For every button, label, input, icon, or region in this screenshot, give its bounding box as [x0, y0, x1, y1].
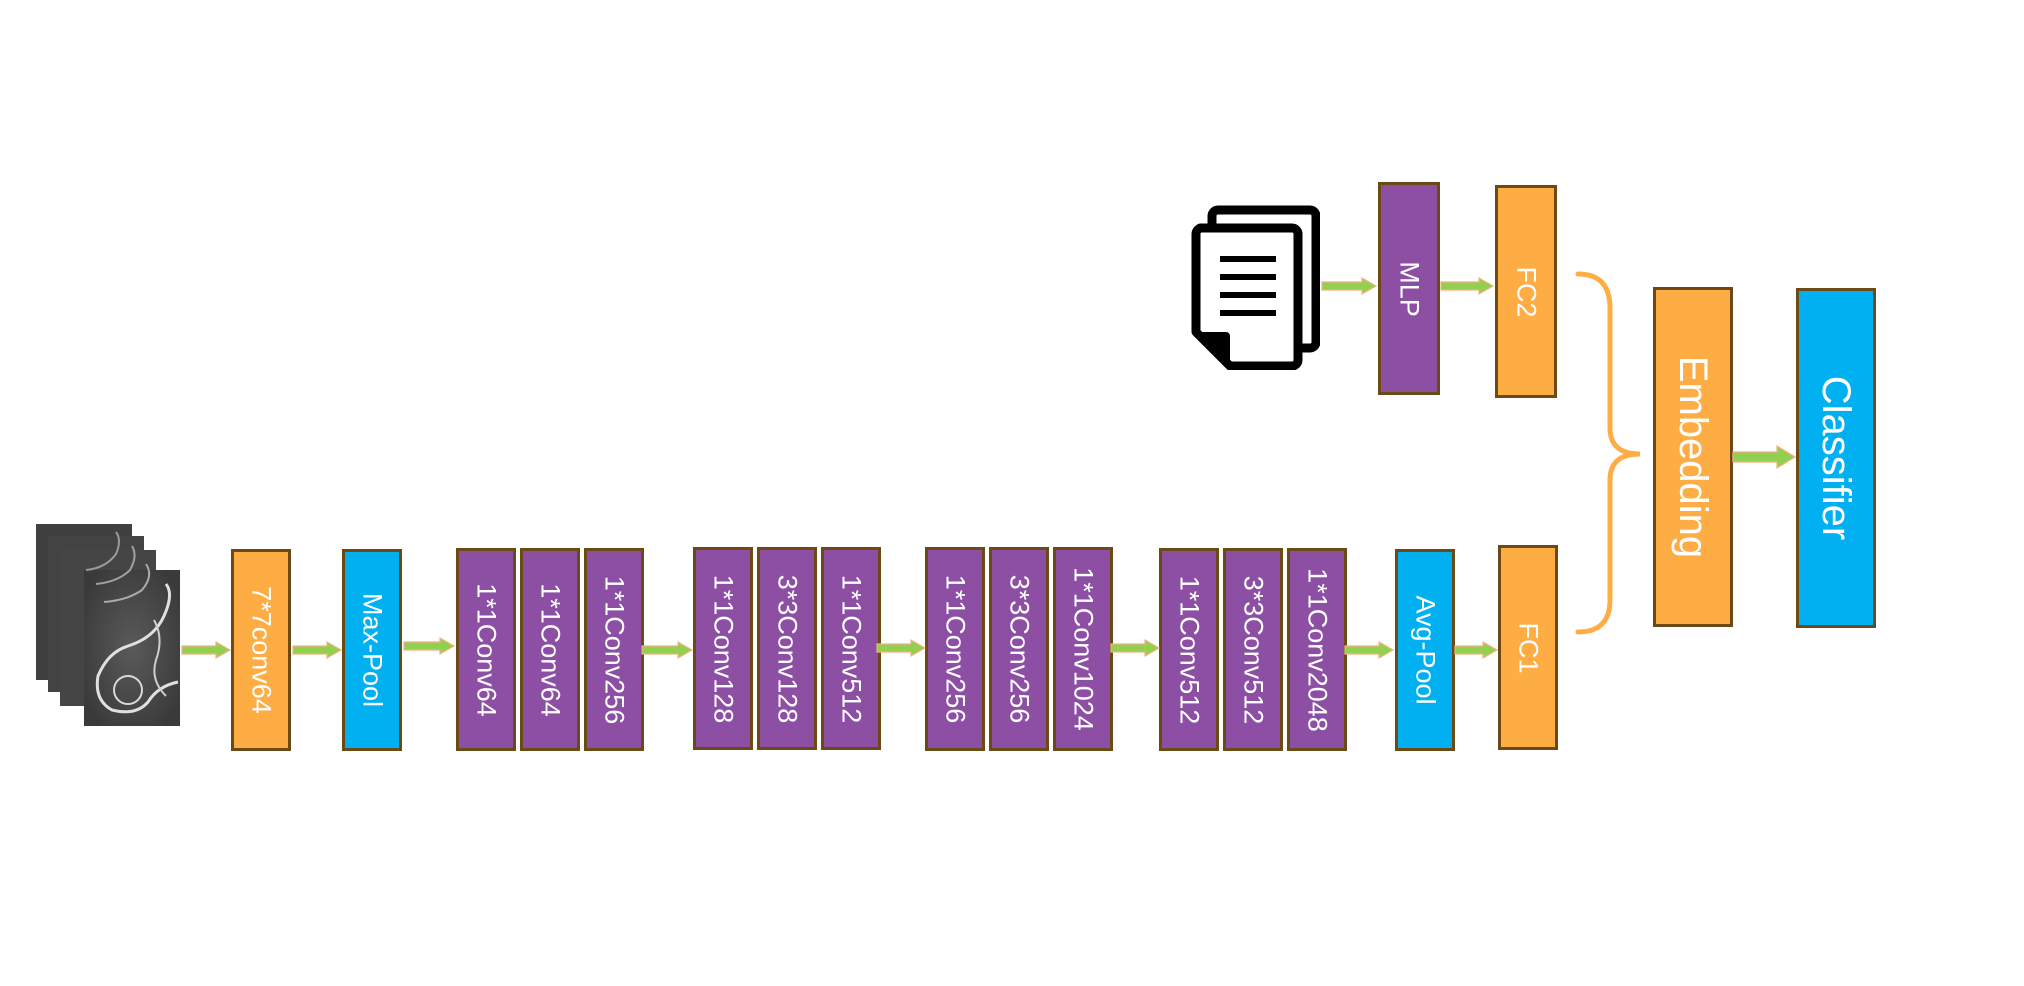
arrow-stage1-to-stage2	[641, 640, 694, 660]
stage3-block-b: 3*3Conv256	[989, 547, 1049, 751]
stage4-block-a: 1*1Conv512	[1159, 548, 1219, 751]
stage3-label-c: 1*1Conv1024	[1068, 567, 1099, 731]
stage1-block-a: 1*1Conv64	[456, 548, 516, 751]
stage3-block-c: 1*1Conv1024	[1053, 547, 1113, 751]
mlp-label: MLP	[1394, 260, 1425, 317]
stage4-label-b: 3*3Conv512	[1238, 575, 1269, 724]
avgpool-label: Avg-Pool	[1410, 595, 1441, 705]
stage1-label-c: 1*1Conv256	[599, 575, 630, 724]
stage4-block-b: 3*3Conv512	[1223, 548, 1283, 751]
stage1-label-b: 1*1Conv64	[535, 582, 566, 717]
fusion-brace	[1575, 271, 1640, 635]
stage4-label-c: 1*1Conv2048	[1302, 567, 1333, 732]
fc2-label: FC2	[1511, 265, 1542, 318]
embedding-label: Embedding	[1671, 355, 1715, 559]
maxpool-label: Max-Pool	[357, 592, 388, 708]
stage1-block-c: 1*1Conv256	[584, 548, 644, 751]
ct-image-stack	[36, 524, 180, 726]
stage2-label-c: 1*1Conv512	[836, 574, 867, 723]
arrow-mlp-to-fc2	[1440, 276, 1495, 296]
mlp-block: MLP	[1378, 182, 1440, 395]
arrow-stage4-to-avgpool	[1344, 640, 1395, 660]
arrow-avgpool-to-fc1	[1454, 640, 1499, 660]
document-stack-icon	[1191, 205, 1320, 370]
embedding-block: Embedding	[1653, 287, 1733, 627]
stage2-label-a: 1*1Conv128	[708, 574, 739, 723]
avgpool-block: Avg-Pool	[1395, 549, 1455, 751]
stage2-label-b: 3*3Conv128	[772, 574, 803, 723]
stage1-block-b: 1*1Conv64	[520, 548, 580, 751]
stage2-block-c: 1*1Conv512	[821, 547, 881, 750]
arrow-stage2-to-stage3	[876, 638, 927, 658]
stage3-label-a: 1*1Conv256	[940, 574, 971, 724]
arrow-conv7-to-maxpool	[292, 640, 343, 660]
conv7-block: 7*7conv64	[231, 549, 291, 751]
arrow-maxpool-to-stage1	[403, 636, 456, 656]
classifier-label: Classifier	[1814, 375, 1858, 541]
fc1-label: FC1	[1513, 621, 1544, 674]
classifier-block: Classifier	[1796, 288, 1876, 628]
stage1-label-a: 1*1Conv64	[471, 582, 502, 717]
stage4-block-c: 1*1Conv2048	[1287, 548, 1347, 751]
stage2-block-a: 1*1Conv128	[693, 547, 753, 750]
arrow-embedding-to-classifier	[1732, 444, 1797, 470]
maxpool-block: Max-Pool	[342, 549, 402, 751]
stage2-block-b: 3*3Conv128	[757, 547, 817, 750]
conv7-label: 7*7conv64	[246, 586, 277, 714]
arrow-document-to-mlp	[1321, 276, 1378, 296]
fc2-block: FC2	[1495, 185, 1557, 398]
stage3-block-a: 1*1Conv256	[925, 547, 985, 751]
stage3-label-b: 3*3Conv256	[1004, 574, 1035, 724]
stage4-label-a: 1*1Conv512	[1174, 575, 1205, 724]
fc1-block: FC1	[1498, 545, 1558, 750]
arrow-image-to-conv7	[181, 640, 232, 660]
arrow-stage3-to-stage4	[1110, 638, 1161, 658]
